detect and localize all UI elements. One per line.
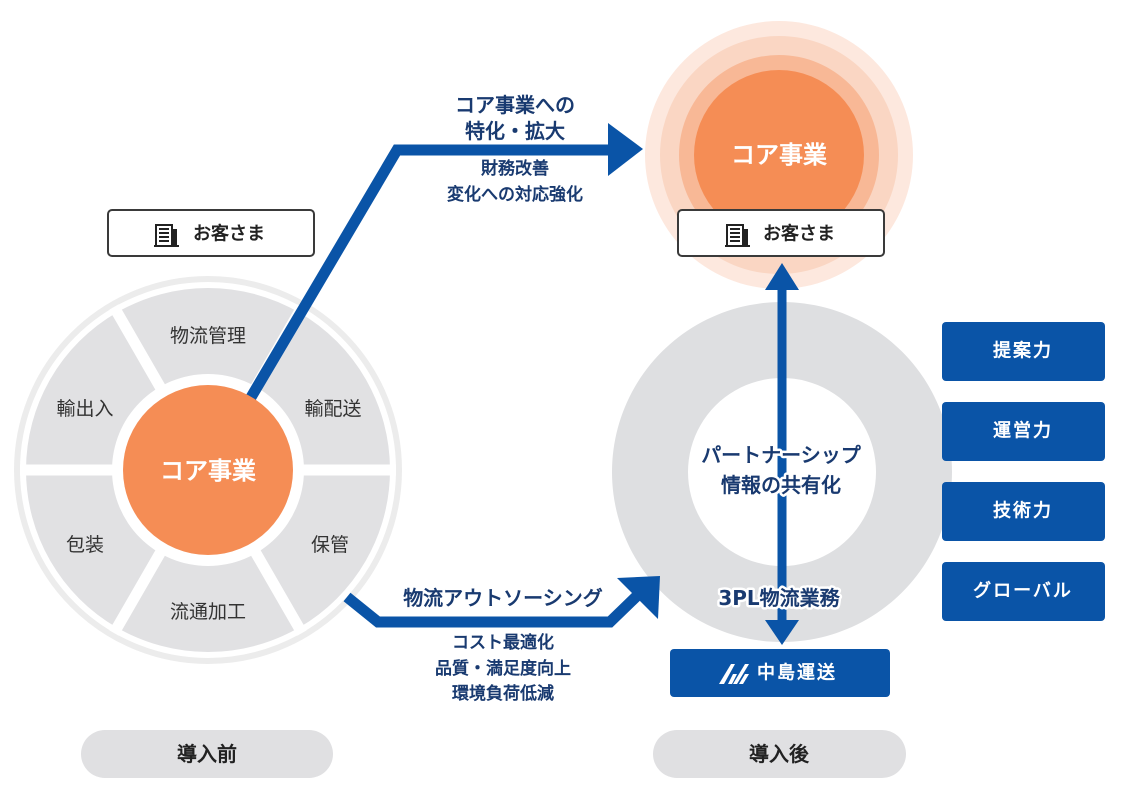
strength-label: 運営力	[993, 420, 1053, 442]
after-customer-label: お客さま	[763, 223, 835, 245]
phase-before-pill-bg	[81, 730, 333, 778]
wheel-segment	[253, 470, 391, 628]
wheel-segment	[117, 547, 299, 652]
strength-label: グローバル	[973, 580, 1073, 602]
specialization-title-line-2: 特化・拡大	[465, 119, 565, 143]
specialization-arrow-line	[245, 144, 615, 402]
wheel-segment	[117, 287, 299, 393]
ring-center-line-1: パートナーシップ	[701, 443, 862, 467]
strength-label: 提案力	[993, 340, 1053, 362]
strength-box	[942, 322, 1105, 381]
before-customer-label: お客さま	[193, 223, 265, 245]
outsourcing-arrow	[343, 576, 660, 628]
specialization-benefit: 財務改善	[480, 158, 549, 179]
phase-before-label: 導入前	[177, 742, 237, 766]
outsourcing-arrow-head	[617, 576, 660, 619]
strength-box	[942, 402, 1105, 461]
strength-box	[942, 562, 1105, 621]
specialization-benefit: 変化への対応強化	[447, 184, 583, 205]
strengths-list: 提案力 運営力 技術力 グローバル	[942, 322, 1105, 621]
before-customer-box: お客さま	[107, 209, 315, 257]
wheel-outer-ring	[14, 276, 402, 664]
wheel-segment	[253, 312, 390, 470]
strength-label: 技術力	[993, 500, 1053, 522]
wheel-segment-label: 輸出入	[56, 398, 113, 420]
wheel-segment	[26, 470, 163, 628]
strength-box	[942, 482, 1105, 541]
3pl-ring	[611, 302, 952, 642]
after-core-label: コア事業	[731, 141, 827, 169]
specialization-title-line-1: コア事業への	[455, 93, 575, 117]
company-box: 中島運送	[670, 649, 890, 697]
building-icon	[725, 224, 750, 247]
after-core-circle	[694, 70, 864, 240]
wheel-segment-label: 包装	[66, 534, 104, 556]
wheel-segment-label: 保管	[311, 534, 349, 556]
company-box-frame	[670, 649, 890, 697]
specialization-arrow-head	[608, 123, 643, 176]
nakashima-logo-icon	[719, 664, 749, 684]
phase-after-pill: 導入後	[653, 730, 906, 778]
before-customer-frame	[107, 209, 315, 257]
outsourcing-benefit: 品質・満足度向上	[435, 658, 571, 679]
wheel-segments	[26, 287, 391, 652]
ring-bottom-label: 3PL物流業務	[718, 586, 840, 610]
building-icon	[154, 224, 179, 247]
phase-after-label: 導入後	[749, 742, 810, 766]
outsourcing-benefit: 環境負荷低減	[452, 683, 554, 704]
outsourcing-arrow-line	[343, 587, 646, 628]
after-customer-box: お客さま	[677, 209, 885, 257]
company-name: 中島運送	[757, 662, 837, 684]
after-customer-frame	[677, 209, 885, 257]
ring-center-line-2: 情報の共有化	[721, 473, 841, 497]
wheel-segment-label: 流通加工	[170, 601, 246, 623]
arrow-down-head	[765, 620, 799, 645]
phase-before-pill: 導入前	[81, 730, 333, 778]
arrow-up-head	[765, 263, 799, 290]
before-core-label: コア事業	[160, 457, 256, 485]
phase-after-pill-bg	[653, 730, 906, 778]
partnership-double-arrow	[765, 263, 799, 645]
outsourcing-benefit: コスト最適化	[452, 632, 554, 653]
wheel-segment-label: 輸配送	[304, 398, 361, 420]
before-core-circle	[123, 385, 293, 555]
wheel-segment	[26, 312, 163, 470]
wheel-segment-label: 物流管理	[170, 325, 246, 347]
specialization-arrow	[245, 123, 643, 402]
outsourcing-title: 物流アウトソーシング	[403, 586, 603, 610]
